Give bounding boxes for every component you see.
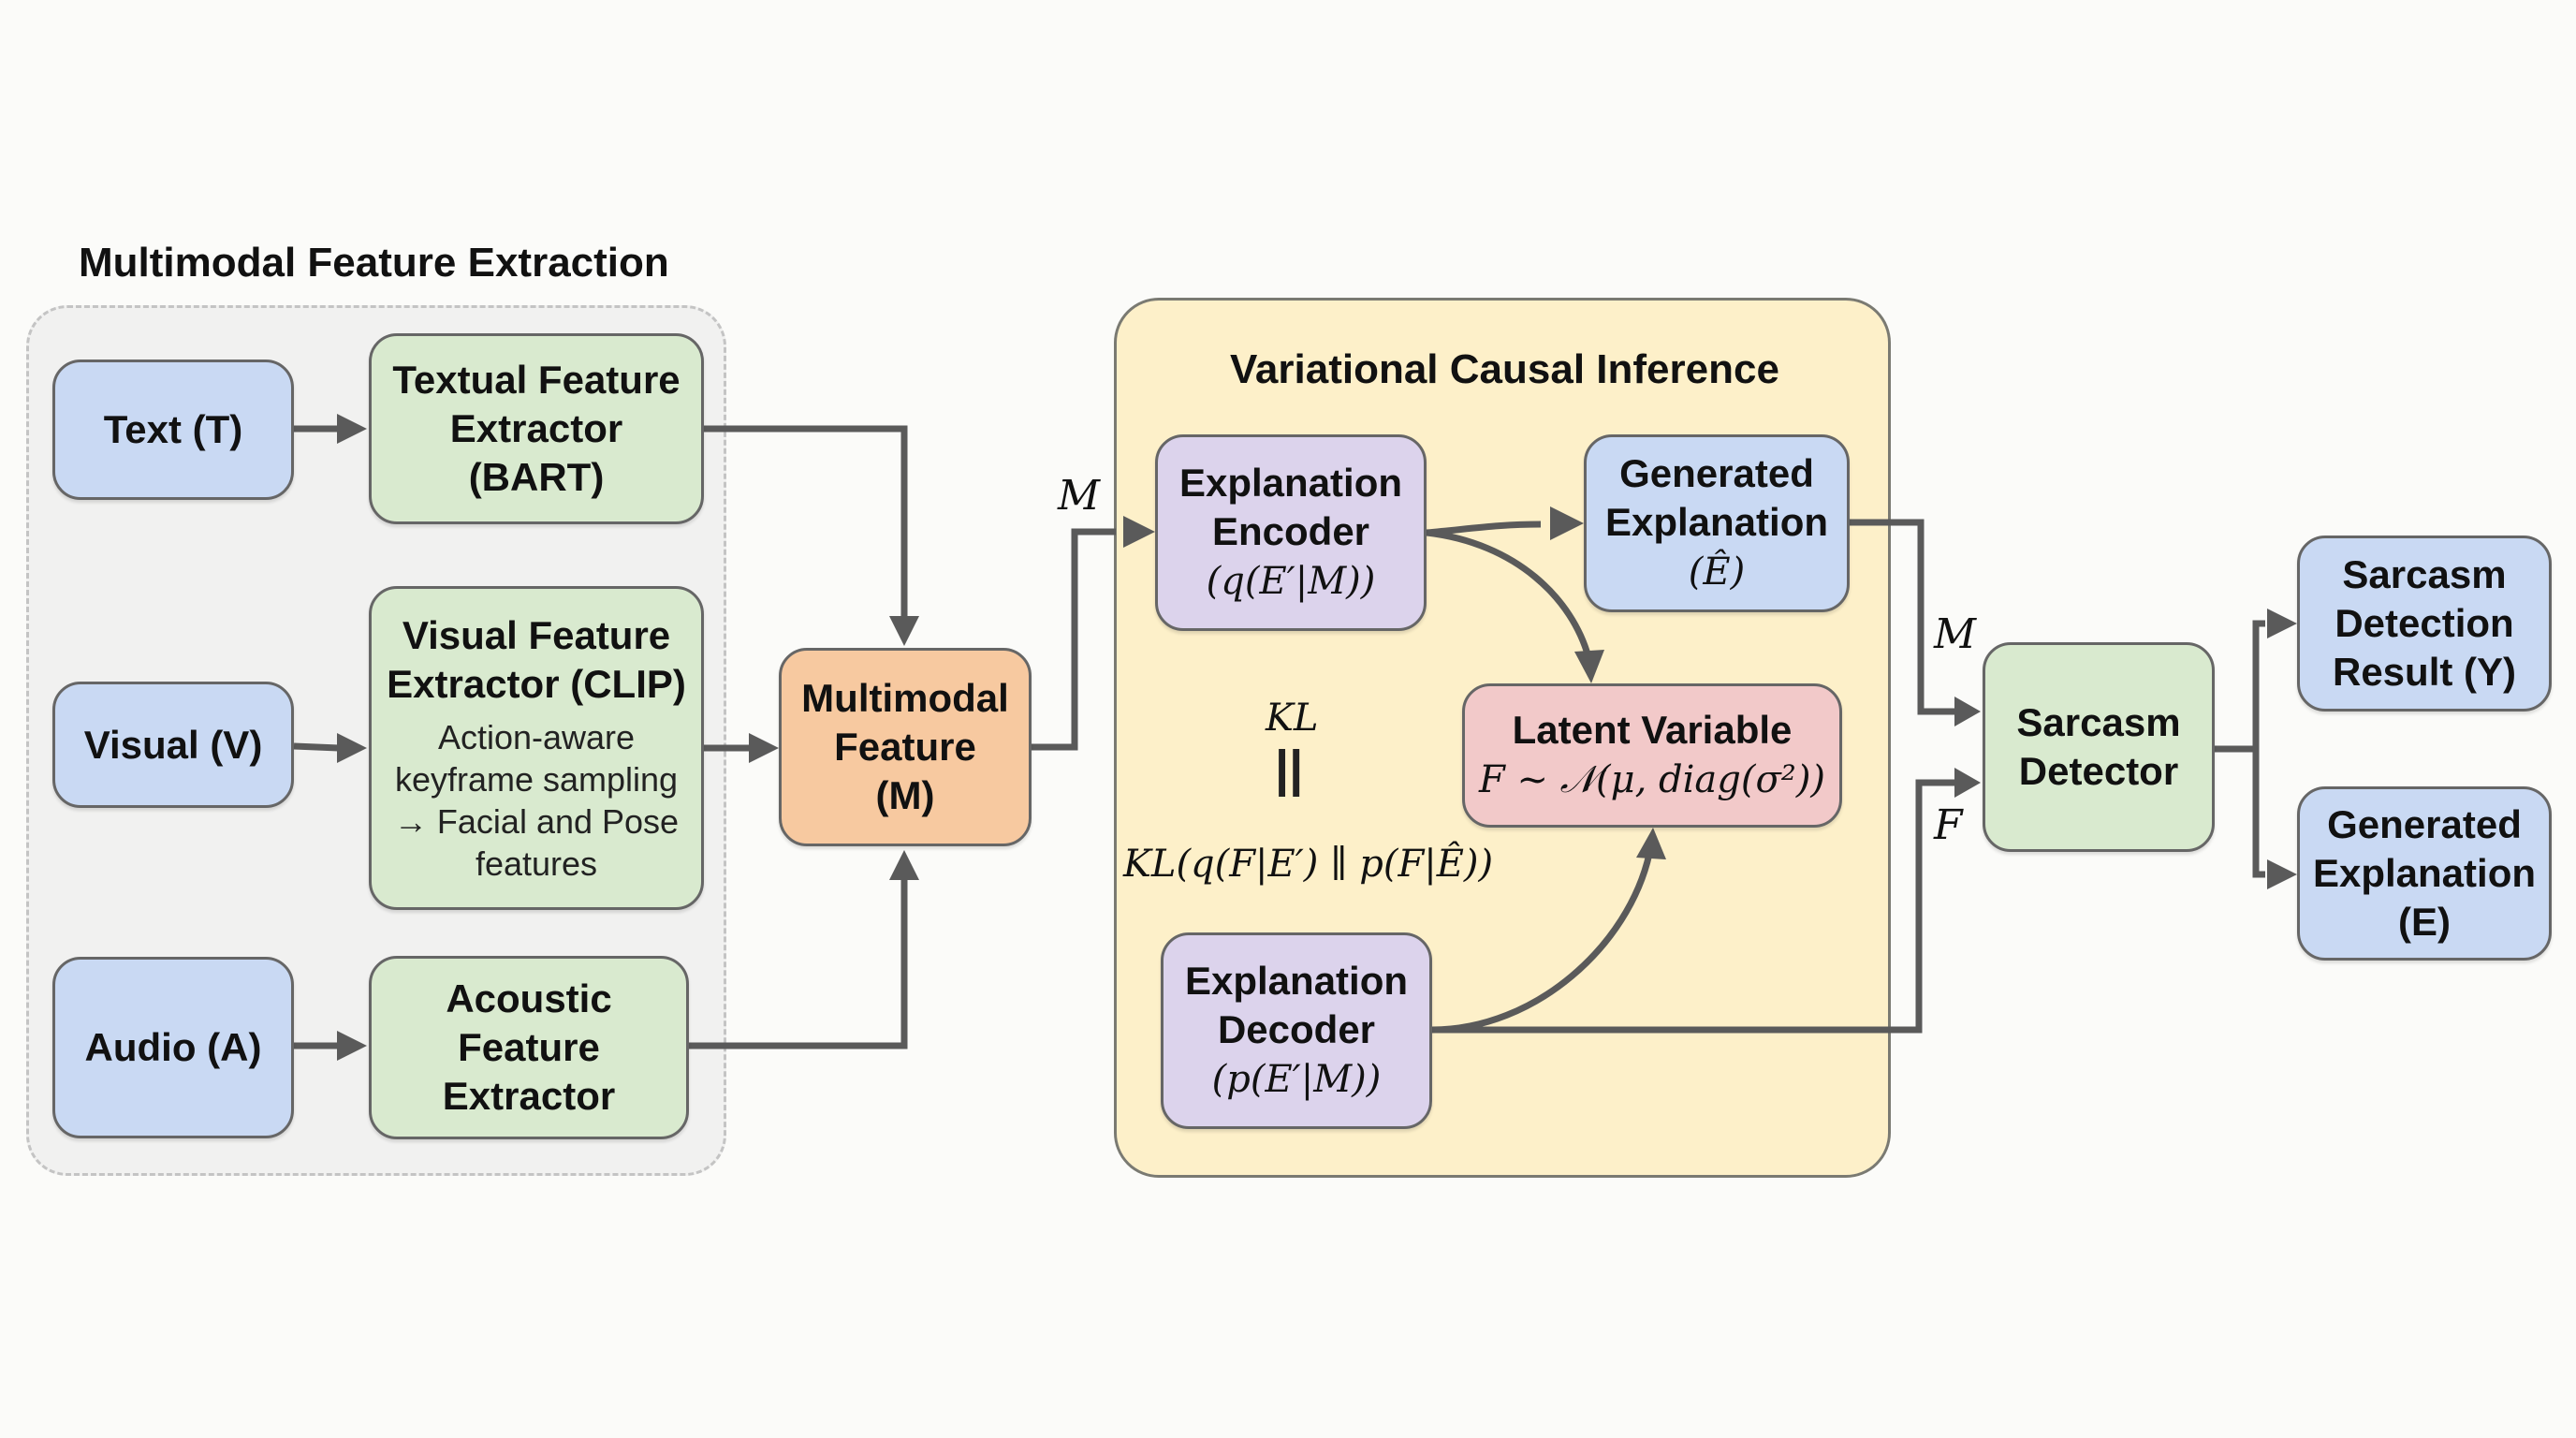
latent-variable-formula: F ~ 𝒩(μ, diag(σ²))	[1478, 758, 1826, 801]
edge-textual-to-multimodal	[704, 425, 908, 618]
text-input-node: Text (T)	[52, 360, 294, 500]
visual-extractor-label: Visual Feature Extractor (CLIP)	[387, 613, 686, 706]
kl-formula: KL(q(F|E′) ∥ p(F|Ê))	[1123, 843, 1494, 886]
causal-inference-title: Variational Causal Inference	[1230, 346, 1779, 392]
explanation-decoder-label: Explanation Decoder	[1184, 959, 1409, 1051]
generated-explanation-out-node: Generated Explanation (E)	[2297, 786, 2552, 961]
multimodal-feature-label: Multimodal Feature (M)	[801, 676, 1009, 817]
arrowhead	[889, 850, 919, 880]
edge-label-f-detector: F	[1934, 801, 1963, 849]
arrowhead	[337, 414, 367, 444]
edge-visual-to-visual-extractor	[293, 742, 340, 752]
feature-extraction-title: Multimodal Feature Extraction	[79, 240, 669, 286]
text-input-label: Text (T)	[103, 407, 243, 451]
edge-label-m-encoder: M	[1058, 472, 1101, 520]
edge-encoder-to-generated-explanation	[1426, 521, 1542, 536]
explanation-decoder-node: Explanation Decoder (p(E′|M))	[1161, 932, 1432, 1129]
detection-result-node: Sarcasm Detection Result (Y)	[2297, 536, 2552, 712]
sarcasm-detector-node: Sarcasm Detector	[1983, 642, 2215, 852]
arrowhead	[749, 733, 779, 763]
generated-explanation-hat-node: Generated Explanation (Ê)	[1584, 434, 1850, 612]
visual-input-node: Visual (V)	[52, 682, 294, 808]
arrowhead	[2267, 609, 2297, 638]
arrowhead	[337, 733, 367, 763]
latent-variable-label: Latent Variable	[1512, 708, 1793, 752]
edge-decoder-to-latent	[1431, 853, 1653, 1034]
arrowhead	[2267, 859, 2297, 889]
arrowhead	[1550, 506, 1584, 540]
acoustic-extractor-node: Acoustic Feature Extractor	[369, 956, 689, 1139]
visual-extractor-subtitle: Action-aware keyframe sampling → Facial …	[393, 718, 680, 883]
detection-result-label: Sarcasm Detection Result (Y)	[2332, 552, 2516, 694]
arrowhead	[1123, 516, 1155, 548]
generated-explanation-hat-label: Generated Explanation	[1604, 451, 1829, 544]
explanation-encoder-node: Explanation Encoder (q(E′|M))	[1155, 434, 1427, 631]
generated-explanation-hat-formula: (Ê)	[1688, 550, 1746, 594]
textual-extractor-node: Textual Feature Extractor (BART)	[369, 333, 704, 524]
explanation-encoder-label: Explanation Encoder	[1178, 461, 1403, 553]
generated-explanation-out-label: Generated Explanation (E)	[2312, 802, 2537, 944]
edge-acoustic-to-multimodal	[689, 880, 908, 1049]
edge-label-m-detector: M	[1934, 610, 1977, 658]
arrowhead	[1954, 697, 1981, 726]
edge-multimodal-to-encoder	[1032, 528, 1116, 751]
acoustic-extractor-label: Acoustic Feature Extractor	[442, 976, 616, 1118]
latent-variable-node: Latent Variable F ~ 𝒩(μ, diag(σ²))	[1462, 683, 1842, 828]
edge-decoder-to-detector	[1432, 779, 1960, 1034]
arrowhead	[1636, 828, 1666, 859]
edge-detector-to-explanation	[2252, 749, 2265, 878]
multimodal-feature-node: Multimodal Feature (M)	[779, 648, 1032, 846]
sarcasm-detector-label: Sarcasm Detector	[2016, 700, 2181, 793]
edge-encoder-to-latent	[1426, 529, 1592, 658]
arrowhead	[1574, 650, 1604, 683]
arrowhead	[337, 1031, 367, 1061]
textual-extractor-label: Textual Feature Extractor (BART)	[392, 358, 681, 499]
edge-generated-explanation-to-detector	[1850, 519, 1960, 715]
arrowhead	[889, 616, 919, 646]
edge-detector-to-result	[2252, 620, 2265, 749]
kl-top-label: KL	[1266, 697, 1319, 740]
audio-input-label: Audio (A)	[84, 1025, 262, 1069]
arrowhead	[1954, 768, 1981, 798]
visual-input-label: Visual (V)	[83, 722, 263, 767]
explanation-decoder-formula: (p(E′|M))	[1211, 1058, 1382, 1101]
visual-extractor-node: Visual Feature Extractor (CLIP) Action-a…	[369, 586, 704, 910]
explanation-encoder-formula: (q(E′|M))	[1206, 560, 1376, 603]
kl-divider-symbol: ||	[1275, 741, 1304, 797]
audio-input-node: Audio (A)	[52, 957, 294, 1138]
